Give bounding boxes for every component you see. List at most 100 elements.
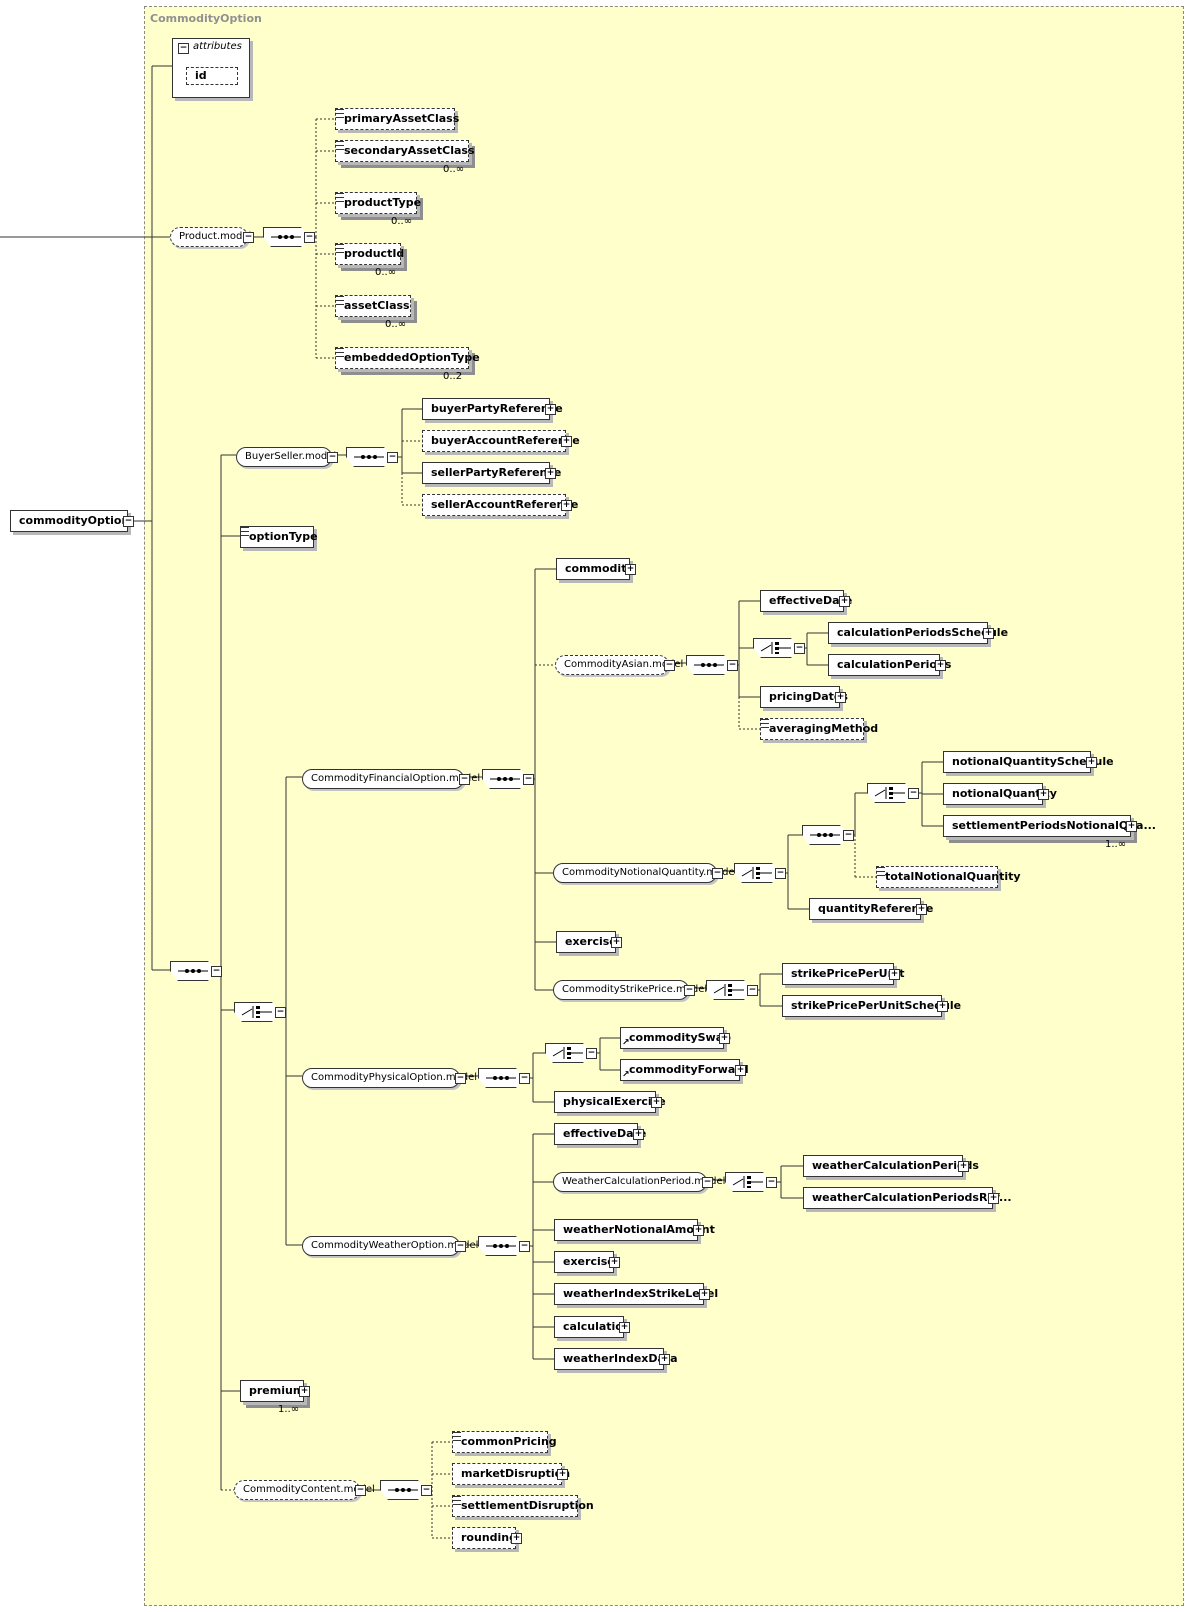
node-buyer-seller-model[interactable]: BuyerSeller.model (236, 447, 336, 467)
collapse-toggle[interactable]: − (908, 788, 919, 799)
expand-toggle[interactable]: + (651, 1097, 662, 1108)
node-commodity-forward[interactable]: commodityForward↗ (620, 1059, 749, 1081)
node-effective-date1[interactable]: effectiveDate (760, 590, 852, 612)
node-secondary-asset-class[interactable]: secondaryAssetClass (335, 140, 475, 162)
node-quantity-reference[interactable]: quantityReference (809, 898, 933, 920)
expand-toggle[interactable]: + (735, 1065, 746, 1076)
expand-toggle[interactable]: − (243, 232, 254, 243)
expand-toggle[interactable]: + (1126, 821, 1137, 832)
expand-toggle[interactable]: + (611, 937, 622, 948)
node-commodity-content-model[interactable]: CommodityContent.model (234, 1480, 375, 1500)
expand-toggle[interactable]: + (619, 1322, 630, 1333)
expand-toggle[interactable]: + (633, 1129, 644, 1140)
node-buyer-party-reference[interactable]: buyerPartyReference (422, 398, 563, 420)
node-exercise2[interactable]: exercise (554, 1251, 615, 1273)
expand-toggle[interactable]: − (327, 452, 338, 463)
node-weather-index-strike-level[interactable]: weatherIndexStrikeLevel (554, 1283, 718, 1305)
expand-toggle[interactable]: + (625, 564, 636, 575)
node-physical-exercise[interactable]: physicalExercise (554, 1091, 666, 1113)
node-commodity[interactable]: commodity (556, 558, 634, 580)
collapse-toggle[interactable]: − (211, 966, 222, 977)
node-commodity-notional-quantity-model[interactable]: CommodityNotionalQuantity.model (553, 863, 737, 883)
node-total-notional-quantity[interactable]: totalNotionalQuantity (876, 866, 1021, 888)
node-settlement-periods-notional-qua[interactable]: settlementPeriodsNotionalQua... (943, 815, 1156, 837)
node-weather-calculation-periods[interactable]: weatherCalculationPeriods (803, 1155, 979, 1177)
expand-toggle[interactable]: − (702, 1177, 713, 1188)
collapse-toggle[interactable]: − (304, 232, 315, 243)
expand-toggle[interactable]: + (983, 628, 994, 639)
node-weather-calculation-period-model[interactable]: WeatherCalculationPeriod.model (553, 1172, 725, 1192)
collapse-toggle[interactable]: − (519, 1241, 530, 1252)
node-product-id[interactable]: productId (335, 243, 404, 265)
node-weather-index-data[interactable]: weatherIndexData (554, 1348, 678, 1370)
node-option-type[interactable]: optionType (240, 526, 318, 548)
collapse-toggle[interactable]: − (727, 660, 738, 671)
node-common-pricing[interactable]: commonPricing (452, 1431, 557, 1453)
expand-toggle[interactable]: + (916, 904, 927, 915)
node-weather-notional-amount[interactable]: weatherNotionalAmount (554, 1219, 715, 1241)
node-commodity-physical-option-model[interactable]: CommodityPhysicalOption.model (302, 1068, 477, 1088)
expand-toggle[interactable]: + (935, 660, 946, 671)
expand-toggle[interactable]: + (719, 1033, 730, 1044)
collapse-toggle[interactable]: − (586, 1048, 597, 1059)
expand-toggle[interactable]: + (659, 1354, 670, 1365)
node-notional-quantity[interactable]: notionalQuantity (943, 783, 1057, 805)
expand-toggle[interactable]: − (684, 985, 695, 996)
expand-toggle[interactable]: + (1038, 789, 1049, 800)
collapse-toggle[interactable]: − (843, 830, 854, 841)
expand-toggle[interactable]: + (958, 1161, 969, 1172)
node-buyer-account-reference[interactable]: buyerAccountReference (422, 430, 580, 452)
expand-toggle[interactable]: + (693, 1225, 704, 1236)
node-notional-quantity-schedule[interactable]: notionalQuantitySchedule (943, 751, 1114, 773)
node-seller-party-reference[interactable]: sellerPartyReference (422, 462, 561, 484)
collapse-toggle[interactable]: − (421, 1485, 432, 1496)
node-embedded-option-type[interactable]: embeddedOptionType (335, 347, 480, 369)
collapse-toggle[interactable]: − (178, 43, 189, 54)
node-asset-class[interactable]: assetClass (335, 295, 411, 317)
collapse-toggle[interactable]: − (387, 452, 398, 463)
node-commodity-weather-option-model[interactable]: CommodityWeatherOption.model (302, 1236, 478, 1256)
collapse-toggle[interactable]: − (794, 643, 805, 654)
expand-toggle[interactable]: + (545, 468, 556, 479)
node-strike-price-per-unit[interactable]: strikePricePerUnit (782, 963, 904, 985)
node-product-type[interactable]: productType (335, 192, 421, 214)
expand-toggle[interactable]: + (839, 596, 850, 607)
collapse-toggle[interactable]: − (519, 1073, 530, 1084)
expand-toggle[interactable]: + (609, 1257, 620, 1268)
node-pricing-dates[interactable]: pricingDates (760, 686, 848, 708)
expand-toggle[interactable]: + (889, 969, 900, 980)
expand-toggle[interactable]: − (123, 516, 134, 527)
expand-toggle[interactable]: − (459, 774, 470, 785)
node-strike-price-per-unit-schedule[interactable]: strikePricePerUnitSchedule (782, 995, 961, 1017)
expand-toggle[interactable]: − (664, 660, 675, 671)
root-element[interactable]: commodityOption (10, 510, 129, 532)
expand-toggle[interactable]: + (511, 1533, 522, 1544)
node-calculation[interactable]: calculation (554, 1316, 631, 1338)
collapse-toggle[interactable]: − (275, 1007, 286, 1018)
expand-toggle[interactable]: − (355, 1485, 366, 1496)
expand-toggle[interactable]: − (455, 1073, 466, 1084)
node-commodity-asian-model[interactable]: CommodityAsian.model (555, 655, 683, 675)
expand-toggle[interactable]: + (699, 1289, 710, 1300)
node-averaging-method[interactable]: averagingMethod (760, 718, 878, 740)
node-calculation-periods-schedule[interactable]: calculationPeriodsSchedule (828, 622, 1008, 644)
node-premium[interactable]: premium (240, 1380, 304, 1402)
expand-toggle[interactable]: + (561, 500, 572, 511)
expand-toggle[interactable]: − (712, 868, 723, 879)
node-commodity-strike-price-model[interactable]: CommodityStrikePrice.model (553, 980, 707, 1000)
expand-toggle[interactable]: + (835, 692, 846, 703)
expand-toggle[interactable]: + (557, 1469, 568, 1480)
node-commodity-financial-option-model[interactable]: CommodityFinancialOption.model (302, 769, 480, 789)
expand-toggle[interactable]: + (561, 436, 572, 447)
collapse-toggle[interactable]: − (747, 985, 758, 996)
node-exercise1[interactable]: exercise (556, 931, 617, 953)
collapse-toggle[interactable]: − (523, 774, 534, 785)
expand-toggle[interactable]: + (988, 1193, 999, 1204)
node-effective-date2[interactable]: effectiveDate (554, 1123, 646, 1145)
node-rounding[interactable]: rounding (452, 1527, 517, 1549)
expand-toggle[interactable]: + (545, 404, 556, 415)
expand-toggle[interactable]: + (937, 1001, 948, 1012)
attribute-id[interactable]: id (186, 67, 238, 85)
node-commodity-swap[interactable]: commoditySwap↗ (620, 1027, 731, 1049)
node-product-model[interactable]: Product.model (170, 227, 251, 247)
